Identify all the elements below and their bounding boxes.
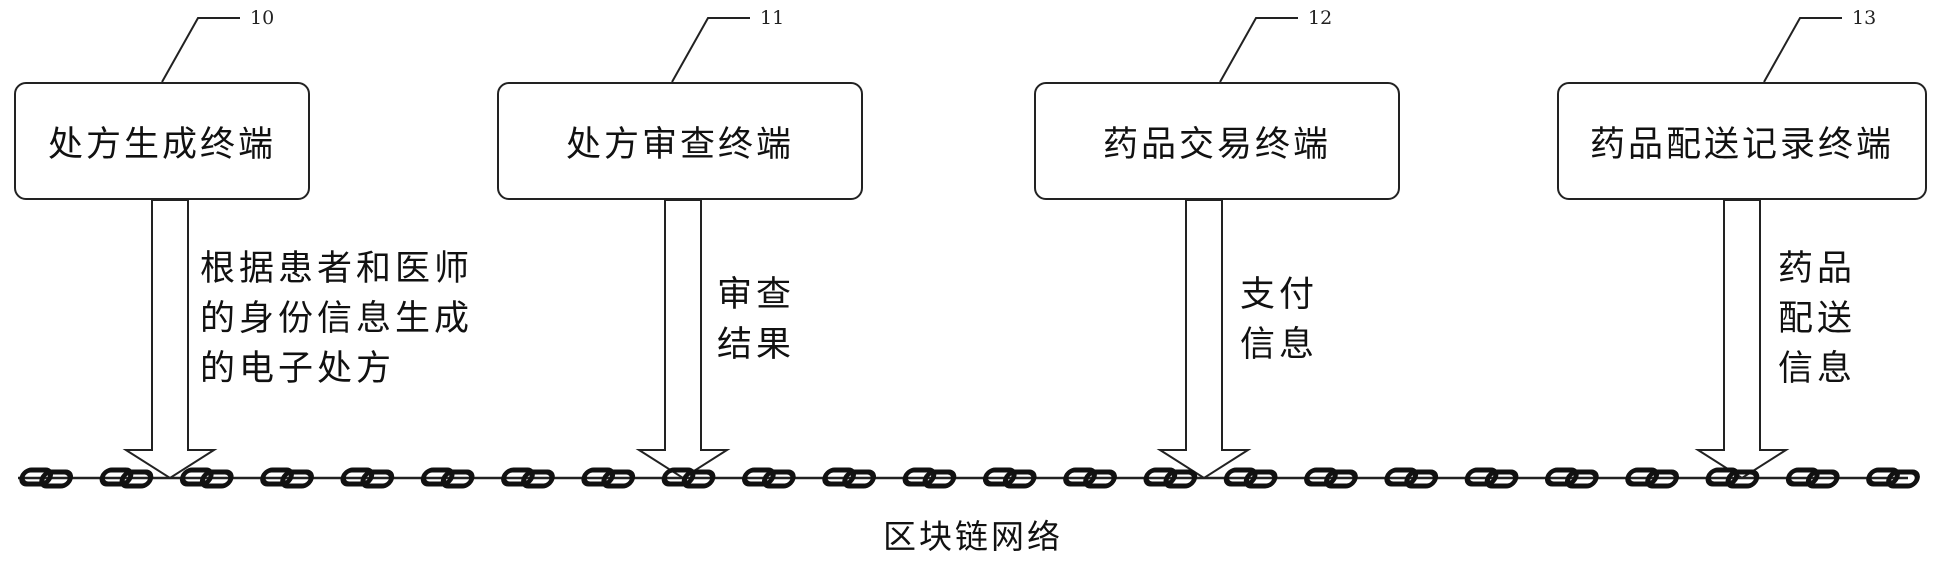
leader-line-12: [1219, 17, 1298, 83]
chain-links: [19, 467, 1920, 489]
chain-link-icon: [1063, 467, 1117, 489]
chain-link-icon: [581, 467, 636, 489]
terminal-drug-transaction-label: 药品交易终端: [1102, 124, 1331, 165]
chain-link-icon: [19, 467, 73, 489]
arrow-drug-delivery-record: [1694, 199, 1790, 480]
chain-link-icon: [1785, 467, 1840, 489]
terminal-drug-delivery-record: 药品配送记录终端: [1557, 82, 1927, 200]
ref-number-12: 12: [1308, 7, 1333, 29]
leader-line-10: [161, 17, 240, 83]
arrow-prescription-generation: [122, 199, 218, 480]
chain-link-icon: [1866, 467, 1920, 489]
blockchain-network-label: 区块链网络: [883, 517, 1063, 556]
chain-link-icon: [420, 467, 475, 489]
chain-link-icon: [661, 467, 716, 489]
chain-link-icon: [1223, 467, 1278, 489]
arrow-drug-transaction: [1156, 199, 1252, 480]
chain-link-icon: [982, 467, 1037, 489]
chain-link-icon: [822, 467, 876, 489]
ref-number-10: 10: [250, 7, 275, 29]
terminal-prescription-generation-label: 处方生成终端: [47, 124, 276, 165]
ref-number-11: 11: [760, 7, 785, 29]
ref-number-13: 13: [1852, 7, 1877, 29]
terminal-drug-transaction: 药品交易终端: [1034, 82, 1400, 200]
arrow-prescription-review: [635, 199, 731, 480]
terminal-prescription-review-label: 处方审查终端: [565, 124, 794, 165]
arrow-label-delivery-info: 药品 配送 信息: [1778, 249, 1857, 389]
chain-link-icon: [1384, 467, 1439, 489]
terminal-drug-delivery-record-label: 药品配送记录终端: [1589, 124, 1894, 165]
arrow-label-review-result: 审查 结果: [717, 275, 796, 365]
chain-link-icon: [179, 467, 234, 489]
chain-link-icon: [1304, 467, 1358, 489]
chain-link-icon: [902, 467, 957, 489]
arrow-label-payment-info: 支付 信息: [1240, 275, 1319, 365]
chain-link-icon: [1705, 467, 1760, 489]
arrow-label-prescription: 根据患者和医师 的身份信息生成 的电子处方: [200, 249, 474, 389]
chain-link-icon: [1545, 467, 1599, 489]
chain-link-icon: [99, 467, 154, 489]
chain-link-icon: [1143, 467, 1198, 489]
terminal-prescription-review: 处方审查终端: [497, 82, 863, 200]
chain-link-icon: [1625, 467, 1679, 489]
chain-link-icon: [1464, 467, 1519, 489]
chain-link-icon: [340, 467, 395, 489]
leader-line-13: [1763, 17, 1842, 83]
chain-link-icon: [742, 467, 796, 489]
chain-link-icon: [501, 467, 555, 489]
chain-link-icon: [260, 467, 314, 489]
terminal-prescription-generation: 处方生成终端: [14, 82, 310, 200]
leader-line-11: [671, 17, 750, 83]
